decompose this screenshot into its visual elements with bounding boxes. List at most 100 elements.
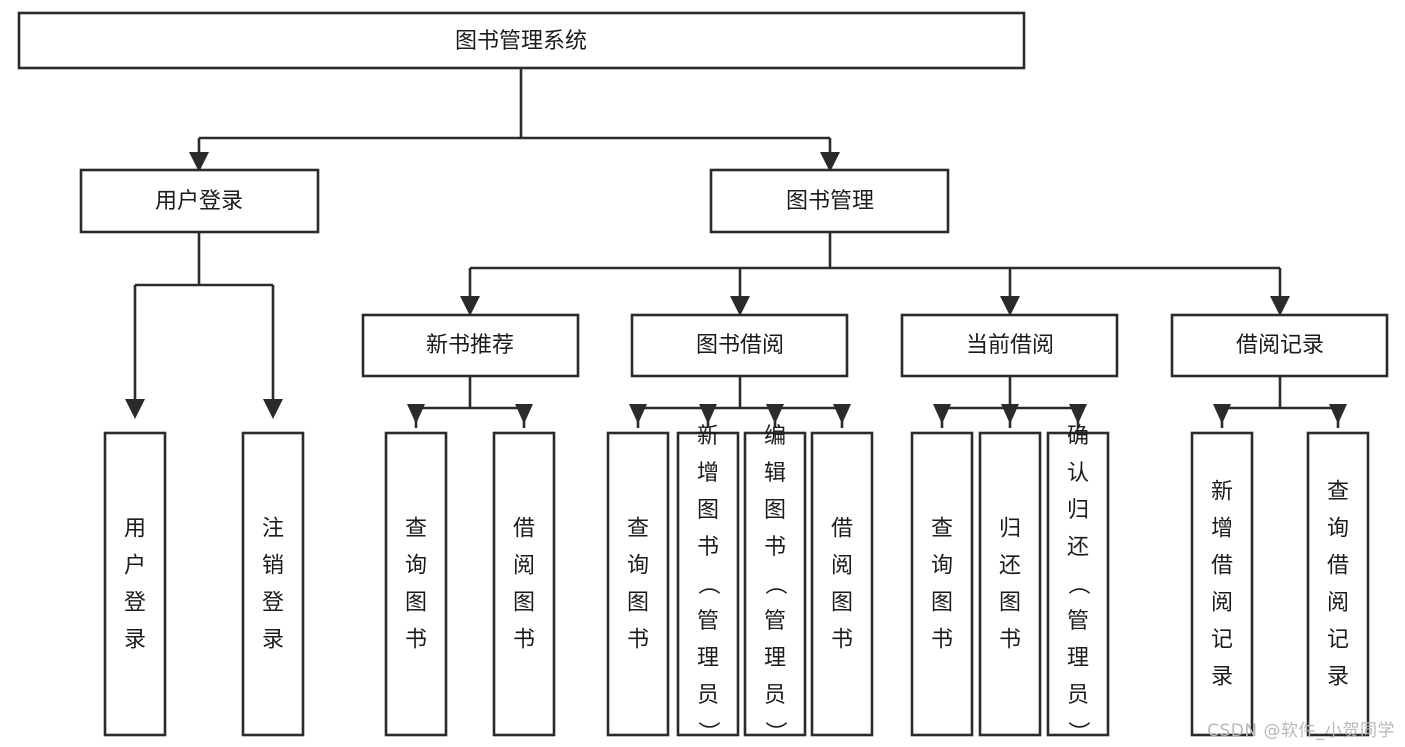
- svg-text:阅: 阅: [513, 554, 535, 579]
- svg-text:图: 图: [405, 591, 427, 616]
- arrowhead-leaf1: [125, 399, 145, 419]
- node-current-box[interactable]: [900, 313, 1119, 378]
- svg-text:理: 理: [1067, 646, 1089, 671]
- node-newbook-box[interactable]: [361, 313, 580, 378]
- svg-text:）: ）: [695, 721, 720, 743]
- node-leaf9-box[interactable]: [910, 431, 974, 737]
- node-borrow[interactable]: 图书借阅: [630, 313, 849, 378]
- node-bookmgmt[interactable]: 图书管理: [709, 168, 950, 234]
- svg-text:录: 录: [262, 628, 284, 653]
- svg-text:新: 新: [1211, 480, 1233, 505]
- node-current[interactable]: 当前借阅: [900, 313, 1119, 378]
- svg-text:图: 图: [627, 591, 649, 616]
- node-leaf8-box[interactable]: [810, 431, 874, 737]
- node-leaf3-box[interactable]: [384, 431, 448, 737]
- node-bookmgmt-label: 图书管理: [786, 189, 874, 214]
- node-leaf5-box[interactable]: [606, 431, 670, 737]
- svg-text:归: 归: [1067, 498, 1089, 523]
- svg-text:图: 图: [764, 498, 786, 523]
- node-login[interactable]: 用户登录: [79, 168, 320, 234]
- node-leaf1[interactable]: 用户登录: [103, 431, 167, 737]
- arrowhead-leaf5: [629, 404, 647, 424]
- node-leaf2-box[interactable]: [241, 431, 305, 737]
- svg-text:询: 询: [1327, 517, 1349, 542]
- svg-text:管: 管: [697, 609, 719, 634]
- node-leaf4-box[interactable]: [492, 431, 556, 737]
- arrowhead-leaf12: [1213, 404, 1231, 424]
- svg-text:书: 书: [831, 628, 853, 653]
- node-borrow-label: 图书借阅: [696, 333, 784, 358]
- arrowhead-leaf11: [1069, 404, 1087, 424]
- node-leaf10-box[interactable]: [978, 431, 1042, 737]
- node-login-label: 用户登录: [155, 189, 243, 214]
- node-leaf1-box[interactable]: [103, 431, 167, 737]
- connector-group: [133, 68, 1340, 428]
- arrowhead-leaf4: [515, 404, 533, 424]
- node-record-box[interactable]: [1170, 313, 1389, 378]
- svg-text:借: 借: [513, 517, 535, 542]
- svg-text:注: 注: [262, 517, 284, 542]
- node-newbook[interactable]: 新书推荐: [361, 313, 580, 378]
- svg-text:辑: 辑: [764, 461, 786, 486]
- svg-text:员: 员: [764, 683, 786, 708]
- node-root[interactable]: 图书管理系统: [17, 11, 1026, 70]
- svg-text:记: 记: [1327, 628, 1349, 653]
- node-leaf7-box[interactable]: [743, 431, 807, 737]
- svg-text:书: 书: [405, 628, 427, 653]
- svg-text:理: 理: [697, 646, 719, 671]
- svg-text:借: 借: [831, 517, 853, 542]
- node-root-box[interactable]: [17, 11, 1026, 70]
- svg-text:图: 图: [999, 591, 1021, 616]
- node-record[interactable]: 借阅记录: [1170, 313, 1389, 378]
- node-leaf11-box[interactable]: [1046, 431, 1110, 737]
- svg-text:）: ）: [762, 721, 787, 743]
- arrowhead-current: [1000, 296, 1020, 316]
- svg-text:书: 书: [931, 628, 953, 653]
- svg-text:图: 图: [931, 591, 953, 616]
- svg-text:编: 编: [764, 424, 786, 449]
- svg-text:图: 图: [697, 498, 719, 523]
- node-leaf12-box[interactable]: [1190, 431, 1254, 737]
- node-login-box[interactable]: [79, 168, 320, 234]
- node-leaf13-box[interactable]: [1306, 431, 1370, 737]
- svg-text:登: 登: [262, 591, 284, 616]
- svg-text:询: 询: [931, 554, 953, 579]
- svg-text:询: 询: [627, 554, 649, 579]
- arrowhead-leaf9: [933, 404, 951, 424]
- svg-text:录: 录: [124, 628, 146, 653]
- node-newbook-label: 新书推荐: [426, 333, 514, 358]
- svg-text:询: 询: [405, 554, 427, 579]
- svg-text:新: 新: [697, 424, 719, 449]
- svg-text:管: 管: [1067, 609, 1089, 634]
- svg-text:录: 录: [1327, 665, 1349, 690]
- svg-text:认: 认: [1067, 461, 1089, 486]
- svg-text:确: 确: [1067, 424, 1089, 449]
- node-borrow-box[interactable]: [630, 313, 849, 378]
- arrowhead-newbook: [460, 296, 480, 316]
- node-bookmgmt-box[interactable]: [709, 168, 950, 234]
- svg-text:书: 书: [697, 535, 719, 560]
- svg-text:阅: 阅: [1327, 591, 1349, 616]
- node-leaf6-box[interactable]: [676, 431, 740, 737]
